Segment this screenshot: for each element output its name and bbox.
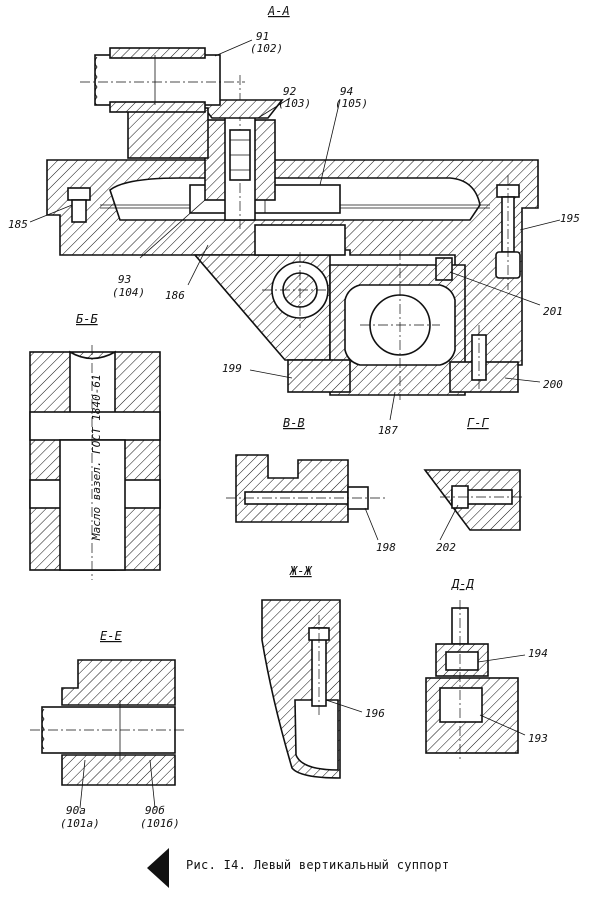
wedge-201 (435, 257, 453, 281)
section-zhzh: Ж-Ж 196 (261, 564, 385, 779)
zhzh-recess (294, 699, 339, 771)
callout-93: 93 (118, 273, 131, 286)
vv-body (235, 454, 349, 523)
callout-186: 186 (165, 289, 185, 302)
callout-202: 202 (436, 541, 456, 554)
callout-90b: 90б (145, 804, 165, 817)
caption-arrow-icon (147, 848, 169, 888)
cross-shaft-91 (94, 54, 221, 106)
section-ee: Е-Е 90а (101а) 90б (101б) (30, 629, 185, 830)
section-zhzh-title: Ж-Ж (289, 564, 312, 578)
callout-104: (104) (112, 286, 145, 299)
section-vv: В-В 198 (226, 416, 396, 554)
callout-92: 92 (283, 85, 297, 98)
section-gg: Г-Г 202 (423, 416, 525, 554)
callout-199: 199 (222, 362, 242, 375)
callout-102: (102) (250, 42, 283, 55)
dd-spring-seat (445, 651, 479, 671)
callout-194: 194 (528, 647, 548, 660)
callout-198: 198 (376, 541, 396, 554)
callout-200: 200 (543, 378, 563, 391)
callout-201: 201 (543, 305, 563, 318)
gib-199 (287, 359, 351, 393)
bolt-185-shank (71, 199, 87, 223)
clamp-cap (254, 224, 346, 256)
dd-plunger (439, 687, 483, 723)
section-gg-title: Г-Г (467, 416, 489, 430)
callout-103: (103) (278, 97, 311, 110)
callout-91: 91 (256, 30, 269, 43)
ee-lower-body (61, 754, 176, 786)
callout-105: (105) (335, 97, 368, 110)
callout-187: 187 (378, 424, 398, 437)
callout-196: 196 (365, 707, 385, 720)
upper-bracket (127, 107, 209, 159)
callout-193: 193 (528, 732, 548, 745)
leaders-aa (29, 39, 561, 421)
vv-screw (244, 491, 349, 505)
callout-90a: 90а (66, 804, 86, 817)
section-aa: А-А (8, 4, 580, 437)
bb-shaft (59, 439, 126, 571)
section-bb-title: Б-Б (76, 312, 98, 326)
callout-94: 94 (340, 85, 353, 98)
callout-101a: (101а) (60, 817, 100, 830)
bushing-bottom (109, 101, 206, 113)
section-dd-title: Д-Д (451, 577, 474, 591)
section-ee-title: Е-Е (100, 629, 122, 643)
callout-101b: (101б) (140, 817, 180, 830)
section-bb: Б-Б Масло вазел. ГОСТ 1840-61 (29, 312, 161, 580)
callout-195: 195 (560, 212, 580, 225)
section-vv-title: В-В (283, 416, 305, 430)
bolt-185-head (67, 187, 91, 201)
figure-caption: Рис. I4. Левый вертикальный суппорт (186, 858, 450, 872)
ee-upper-body (61, 659, 176, 706)
section-dd: Д-Д 194 193 (425, 577, 548, 760)
oil-note: Масло вазел. ГОСТ 1840-61 (90, 374, 103, 541)
section-aa-title: А-А (267, 4, 290, 18)
bushing-top (109, 47, 206, 59)
callout-185: 185 (8, 218, 28, 231)
